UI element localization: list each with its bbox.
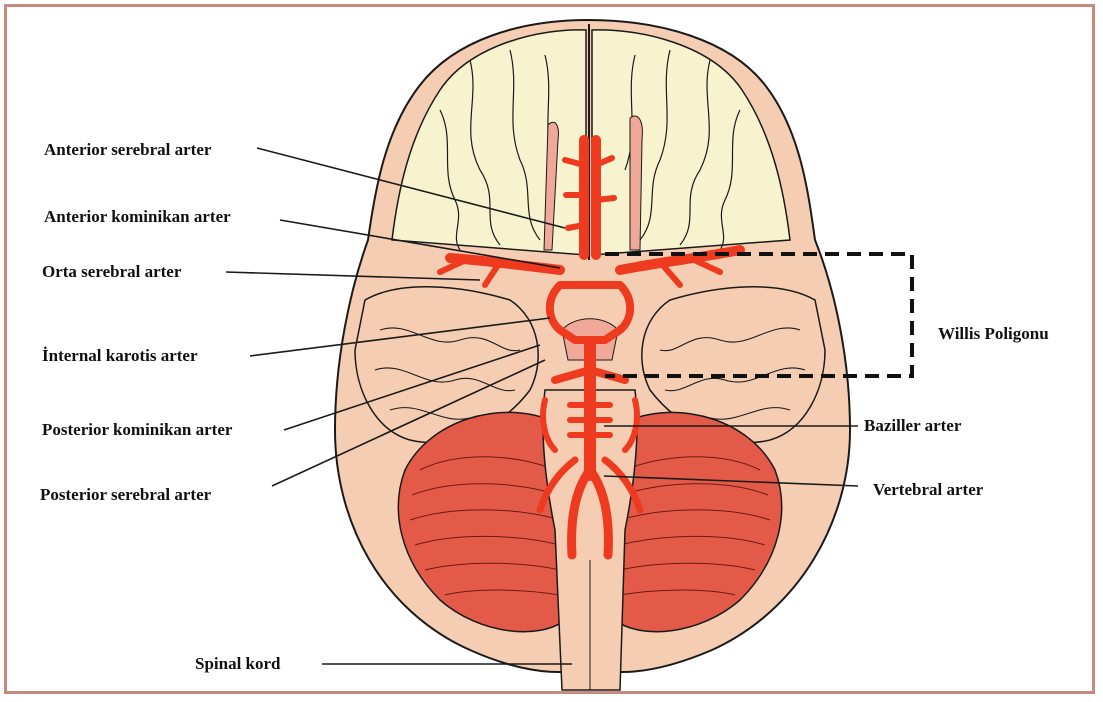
label-orta-serebral: Orta serebral arter xyxy=(42,262,181,282)
label-anterior-kominikan: Anterior kominikan arter xyxy=(44,207,231,227)
label-spinal-kord: Spinal kord xyxy=(195,654,281,674)
label-posterior-kominikan: Posterior kominikan arter xyxy=(42,420,232,440)
label-anterior-serebral: Anterior serebral arter xyxy=(44,140,211,160)
label-willis-poligonu: Willis Poligonu xyxy=(938,324,1049,344)
frontal-lobe-right xyxy=(592,30,790,255)
label-internal-karotis: İnternal karotis arter xyxy=(42,346,198,366)
label-vertebral: Vertebral arter xyxy=(873,480,983,500)
label-posterior-serebral: Posterior serebral arter xyxy=(40,485,211,505)
olfactory-right xyxy=(630,116,642,250)
label-baziller: Baziller arter xyxy=(864,416,961,436)
